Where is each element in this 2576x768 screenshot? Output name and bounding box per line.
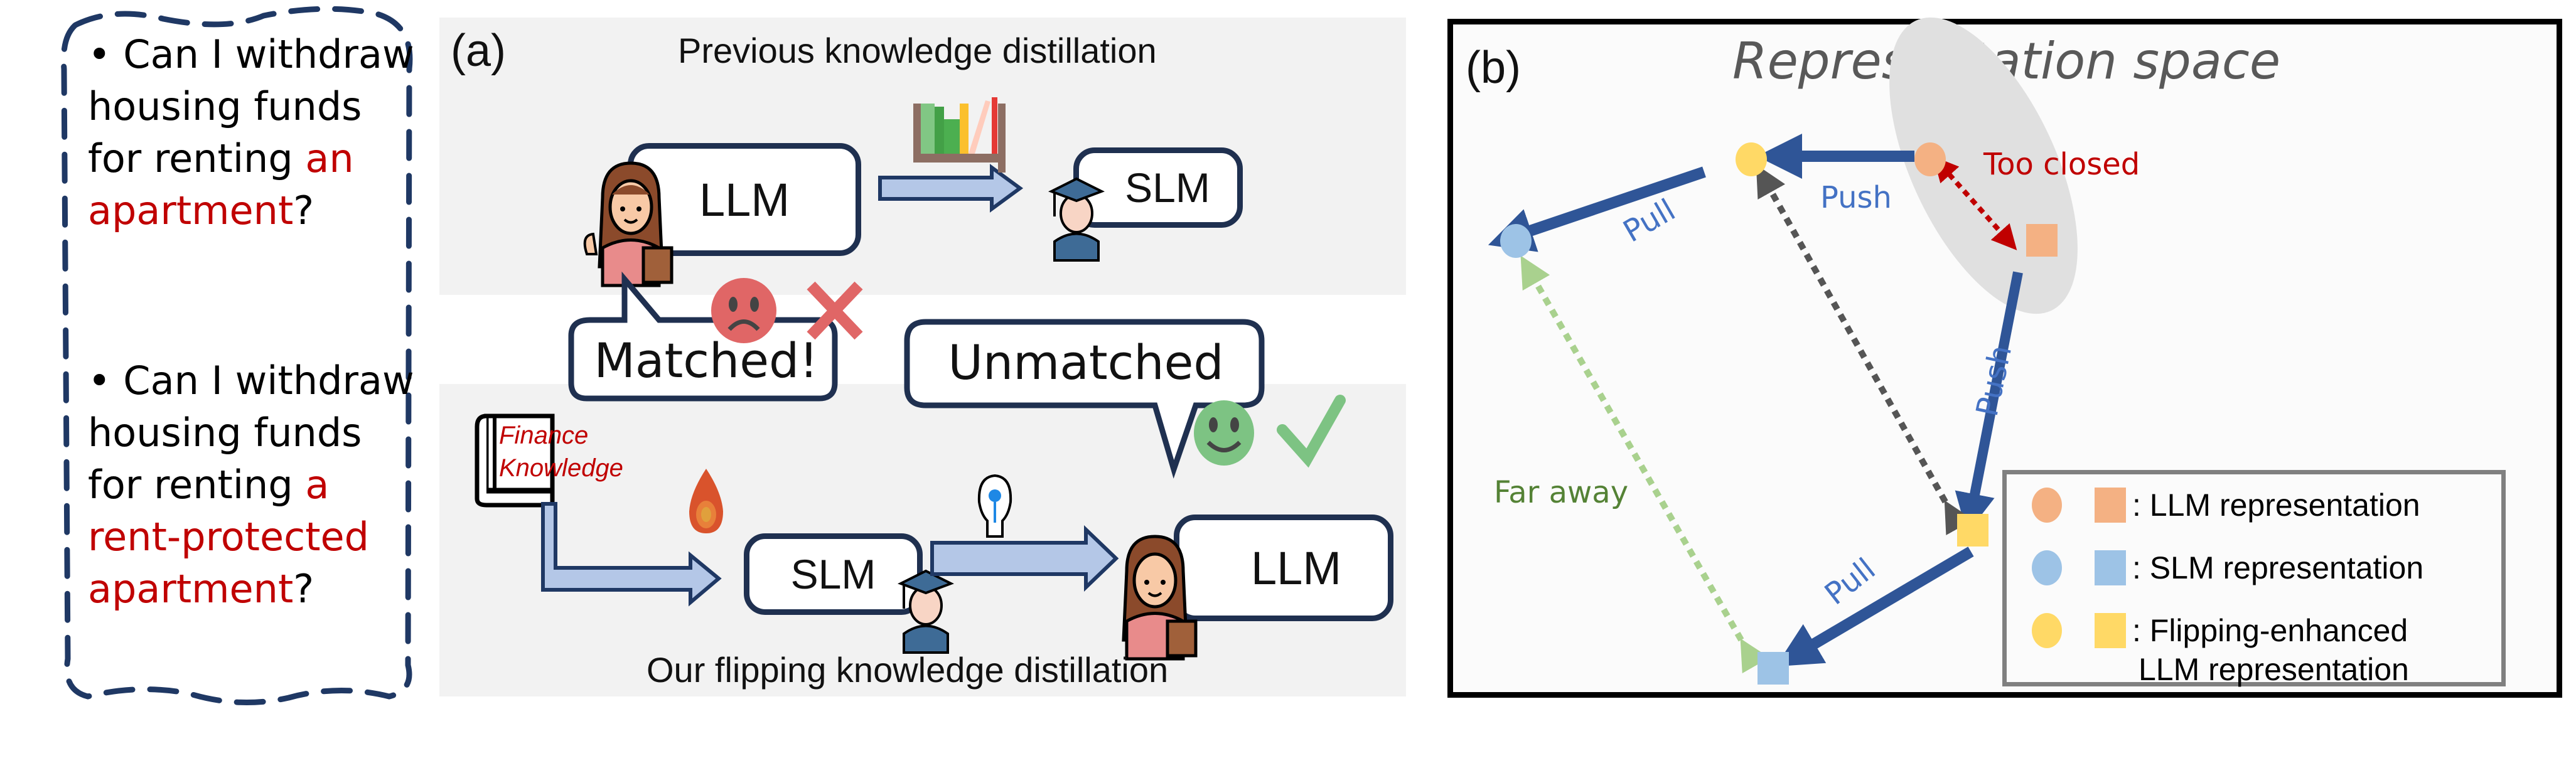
push-label-top: Push	[1820, 180, 1892, 215]
teacher-icon	[583, 161, 674, 287]
lightbulb-icon	[977, 474, 1012, 538]
legend-flip-label: : Flipping-enhanced	[2132, 613, 2408, 648]
slm-point-circle	[1500, 224, 1532, 258]
happy-face-icon	[1194, 400, 1254, 466]
flip-circle-swatch	[2032, 613, 2062, 648]
flip-llm-point-square	[1957, 514, 1988, 547]
bottom-slm-label: SLM	[790, 551, 876, 597]
slm-point-square	[1758, 652, 1789, 685]
representation-space-panel: (b) Representation space Pull Push Too c…	[1447, 17, 2562, 698]
legend-flip-label-line2: LLM representation	[2139, 652, 2409, 687]
teacher-icon-bottom	[1122, 535, 1198, 661]
pull-arrow-bottom	[1775, 547, 1974, 667]
far-away-label: Far away	[1494, 475, 1629, 510]
flip-llm-point-circle	[1736, 142, 1767, 176]
student-icon	[1048, 177, 1105, 262]
finance-knowledge-label: Finance Knowledge	[499, 422, 623, 482]
question-2: • Can I withdraw housing funds for renti…	[88, 355, 414, 615]
question-1-suffix: ?	[293, 188, 314, 233]
unmatched-bubble-shape	[904, 319, 1265, 479]
bullet: •	[88, 31, 111, 77]
top-llm-label: LLM	[699, 173, 790, 226]
panel-b-label: (b)	[1466, 43, 1521, 93]
flipping-kd-caption: Our flipping knowledge distillation	[647, 650, 1169, 690]
llm-point-circle	[1914, 142, 1946, 176]
top-slm-box: SLM	[1073, 147, 1243, 228]
slm-to-llm-arrow	[930, 525, 1119, 592]
question-1-text: Can I withdraw housing funds for renting	[88, 31, 414, 181]
question-2-suffix: ?	[293, 566, 314, 612]
gray-dotted-arrow	[1756, 164, 1974, 536]
bookshelf-icon	[913, 97, 1006, 173]
flip-square-swatch	[2095, 613, 2126, 648]
far-away-arrow	[1520, 255, 1770, 674]
too-closed-label: Too closed	[1983, 147, 2140, 182]
sad-face-icon	[711, 278, 776, 343]
push-arrow-right	[1955, 271, 2023, 534]
panel-a-label: (a)	[451, 26, 506, 76]
llm-circle-swatch	[2032, 488, 2062, 523]
legend-slm-label: : SLM representation	[2132, 550, 2424, 585]
question-2-text: Can I withdraw housing funds for renting	[88, 358, 414, 508]
slm-square-swatch	[2095, 550, 2126, 585]
pull-arrow-top	[1488, 166, 1706, 252]
llm-point-square	[2026, 224, 2058, 257]
legend-item-slm: : SLM representation	[2007, 550, 2423, 586]
question-1: • Can I withdraw housing funds for renti…	[88, 28, 414, 237]
bullet: •	[88, 358, 111, 403]
question-1-highlight: an apartment	[88, 136, 354, 233]
matched-bubble: Matched!	[577, 323, 835, 397]
question-2-highlight: a rent-protected apartment	[88, 462, 370, 612]
unmatched-label: Unmatched	[948, 334, 1224, 390]
student-icon-bottom	[898, 569, 954, 654]
legend-item-llm: : LLM representation	[2007, 487, 2420, 523]
fire-icon	[689, 469, 723, 533]
legend-llm-label: : LLM representation	[2132, 488, 2420, 523]
question-dashed-frame	[60, 6, 413, 705]
cross-icon	[807, 281, 863, 340]
legend-item-flip: : Flipping-enhanced	[2007, 612, 2408, 649]
bottom-llm-label: LLM	[1251, 541, 1341, 594]
knowledge-to-slm-arrow	[541, 502, 722, 607]
llm-square-swatch	[2095, 488, 2126, 523]
representation-diagram	[1488, 17, 2078, 685]
top-slm-label: SLM	[1125, 164, 1210, 211]
bottom-slm-box: SLM	[744, 533, 923, 615]
top-distill-arrow	[878, 164, 1024, 213]
matched-label: Matched!	[594, 332, 818, 388]
previous-kd-caption: Previous knowledge distillation	[678, 31, 1157, 70]
slm-circle-swatch	[2032, 550, 2062, 585]
unmatched-bubble: Unmatched	[910, 323, 1262, 402]
legend: : LLM representation : SLM representatio…	[2002, 470, 2506, 687]
check-icon	[1277, 395, 1346, 468]
finance-book-icon	[475, 413, 555, 508]
